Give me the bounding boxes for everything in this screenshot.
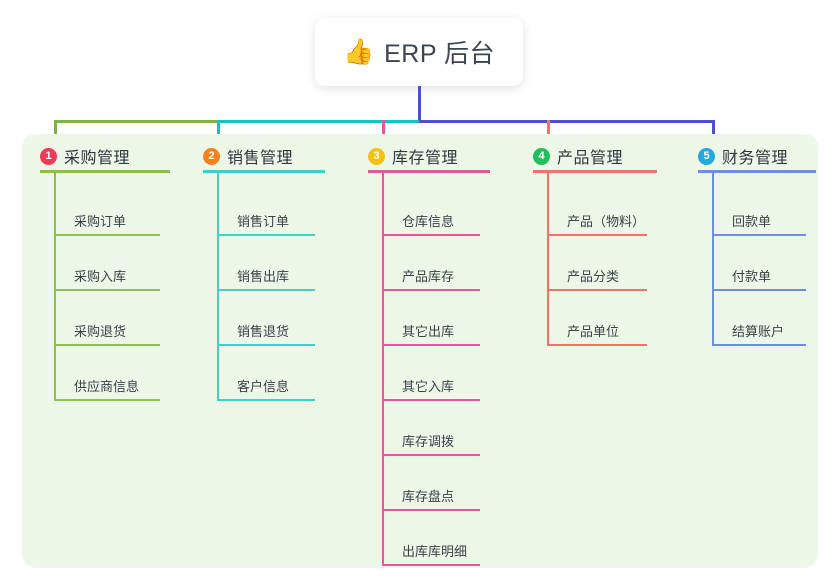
leaf-underline — [217, 289, 315, 291]
leaf-label: 客户信息 — [237, 379, 290, 394]
root-node-card[interactable]: 👍 ERP 后台 — [315, 18, 523, 86]
leaf-node[interactable]: 其它入库 — [382, 363, 480, 401]
leaf-underline — [54, 399, 160, 401]
branch-number-badge: 5 — [698, 147, 715, 165]
leaf-label: 付款单 — [732, 269, 772, 284]
leaf-label: 其它入库 — [402, 379, 455, 394]
leaf-node[interactable]: 结算账户 — [712, 308, 806, 346]
leaf-node[interactable]: 产品单位 — [547, 308, 647, 346]
leaf-underline — [382, 509, 480, 511]
branch-header-underline — [203, 170, 325, 173]
leaf-label: 采购订单 — [74, 214, 127, 229]
leaf-label: 回款单 — [732, 214, 772, 229]
leaf-underline — [54, 234, 160, 236]
leaf-node[interactable]: 客户信息 — [217, 363, 315, 401]
leaf-underline — [712, 289, 806, 291]
leaf-underline — [712, 344, 806, 346]
leaf-label: 采购退货 — [74, 324, 127, 339]
branch-number-badge: 2 — [203, 147, 220, 165]
branch-number-badge: 4 — [533, 147, 550, 165]
branch-header-underline — [533, 170, 657, 173]
leaf-node[interactable]: 库存调拨 — [382, 418, 480, 456]
leaf-underline — [217, 234, 315, 236]
leaf-underline — [54, 344, 160, 346]
leaf-underline — [382, 289, 480, 291]
leaf-node[interactable]: 销售退货 — [217, 308, 315, 346]
branch-header-5[interactable]: 5 财务管理 — [698, 144, 788, 168]
leaf-underline — [547, 344, 647, 346]
leaf-node[interactable]: 供应商信息 — [54, 363, 160, 401]
leaf-label: 产品单位 — [567, 324, 620, 339]
leaf-label: 供应商信息 — [74, 379, 140, 394]
leaf-underline — [217, 344, 315, 346]
branch-header-4[interactable]: 4 产品管理 — [533, 144, 623, 168]
leaf-underline — [382, 399, 480, 401]
leaf-label: 销售退货 — [237, 324, 290, 339]
leaf-label: 库存调拨 — [402, 434, 455, 449]
root-title: ERP 后台 — [384, 40, 496, 68]
leaf-node[interactable]: 产品分类 — [547, 253, 647, 291]
leaf-underline — [547, 289, 647, 291]
branch-title: 库存管理 — [392, 150, 459, 167]
leaf-label: 销售出库 — [237, 269, 290, 284]
branch-header-1[interactable]: 1 采购管理 — [40, 144, 130, 168]
branch-header-underline — [698, 170, 816, 173]
leaf-underline — [217, 399, 315, 401]
branch-title: 财务管理 — [722, 150, 789, 167]
branches-panel — [22, 134, 818, 568]
branch-rail — [54, 170, 56, 401]
leaf-label: 其它出库 — [402, 324, 455, 339]
leaf-label: 仓库信息 — [402, 214, 455, 229]
leaf-node[interactable]: 采购订单 — [54, 198, 160, 236]
leaf-label: 结算账户 — [732, 324, 785, 339]
leaf-node[interactable]: 采购入库 — [54, 253, 160, 291]
leaf-underline — [712, 234, 806, 236]
leaf-label: 库存盘点 — [402, 489, 455, 504]
branch-header-underline — [368, 170, 490, 173]
leaf-underline — [382, 344, 480, 346]
leaf-underline — [382, 564, 480, 566]
leaf-label: 产品（物料） — [567, 214, 646, 229]
leaf-underline — [382, 234, 480, 236]
branch-rail — [547, 170, 549, 346]
bus-segment-teal — [217, 120, 421, 123]
leaf-label: 产品库存 — [402, 269, 455, 284]
branch-header-2[interactable]: 2 销售管理 — [203, 144, 293, 168]
leaf-node[interactable]: 付款单 — [712, 253, 806, 291]
branch-header-underline — [40, 170, 170, 173]
leaf-node[interactable]: 采购退货 — [54, 308, 160, 346]
leaf-underline — [547, 234, 647, 236]
leaf-node[interactable]: 库存盘点 — [382, 473, 480, 511]
branch-rail — [217, 170, 219, 401]
leaf-label: 出库库明细 — [402, 544, 468, 559]
branch-rail — [712, 170, 714, 346]
branch-title: 产品管理 — [557, 150, 624, 167]
branch-number-badge: 3 — [368, 147, 385, 165]
bus-segment-green — [54, 120, 219, 123]
leaf-node[interactable]: 销售出库 — [217, 253, 315, 291]
branch-title: 采购管理 — [64, 150, 131, 167]
leaf-node[interactable]: 回款单 — [712, 198, 806, 236]
branch-rail — [382, 170, 384, 566]
leaf-label: 采购入库 — [74, 269, 127, 284]
thumbs-up-icon: 👍 — [342, 37, 375, 66]
branch-title: 销售管理 — [227, 150, 294, 167]
leaf-label: 销售订单 — [237, 214, 290, 229]
leaf-node[interactable]: 产品（物料） — [547, 198, 647, 236]
leaf-underline — [382, 454, 480, 456]
branch-number-badge: 1 — [40, 147, 57, 165]
branch-header-3[interactable]: 3 库存管理 — [368, 144, 458, 168]
leaf-node[interactable]: 销售订单 — [217, 198, 315, 236]
leaf-node[interactable]: 出库库明细 — [382, 528, 480, 566]
leaf-node[interactable]: 其它出库 — [382, 308, 480, 346]
leaf-node[interactable]: 产品库存 — [382, 253, 480, 291]
trunk-connector — [418, 86, 421, 123]
leaf-label: 产品分类 — [567, 269, 620, 284]
bus-segment-blue — [419, 120, 714, 123]
leaf-node[interactable]: 仓库信息 — [382, 198, 480, 236]
leaf-underline — [54, 289, 160, 291]
